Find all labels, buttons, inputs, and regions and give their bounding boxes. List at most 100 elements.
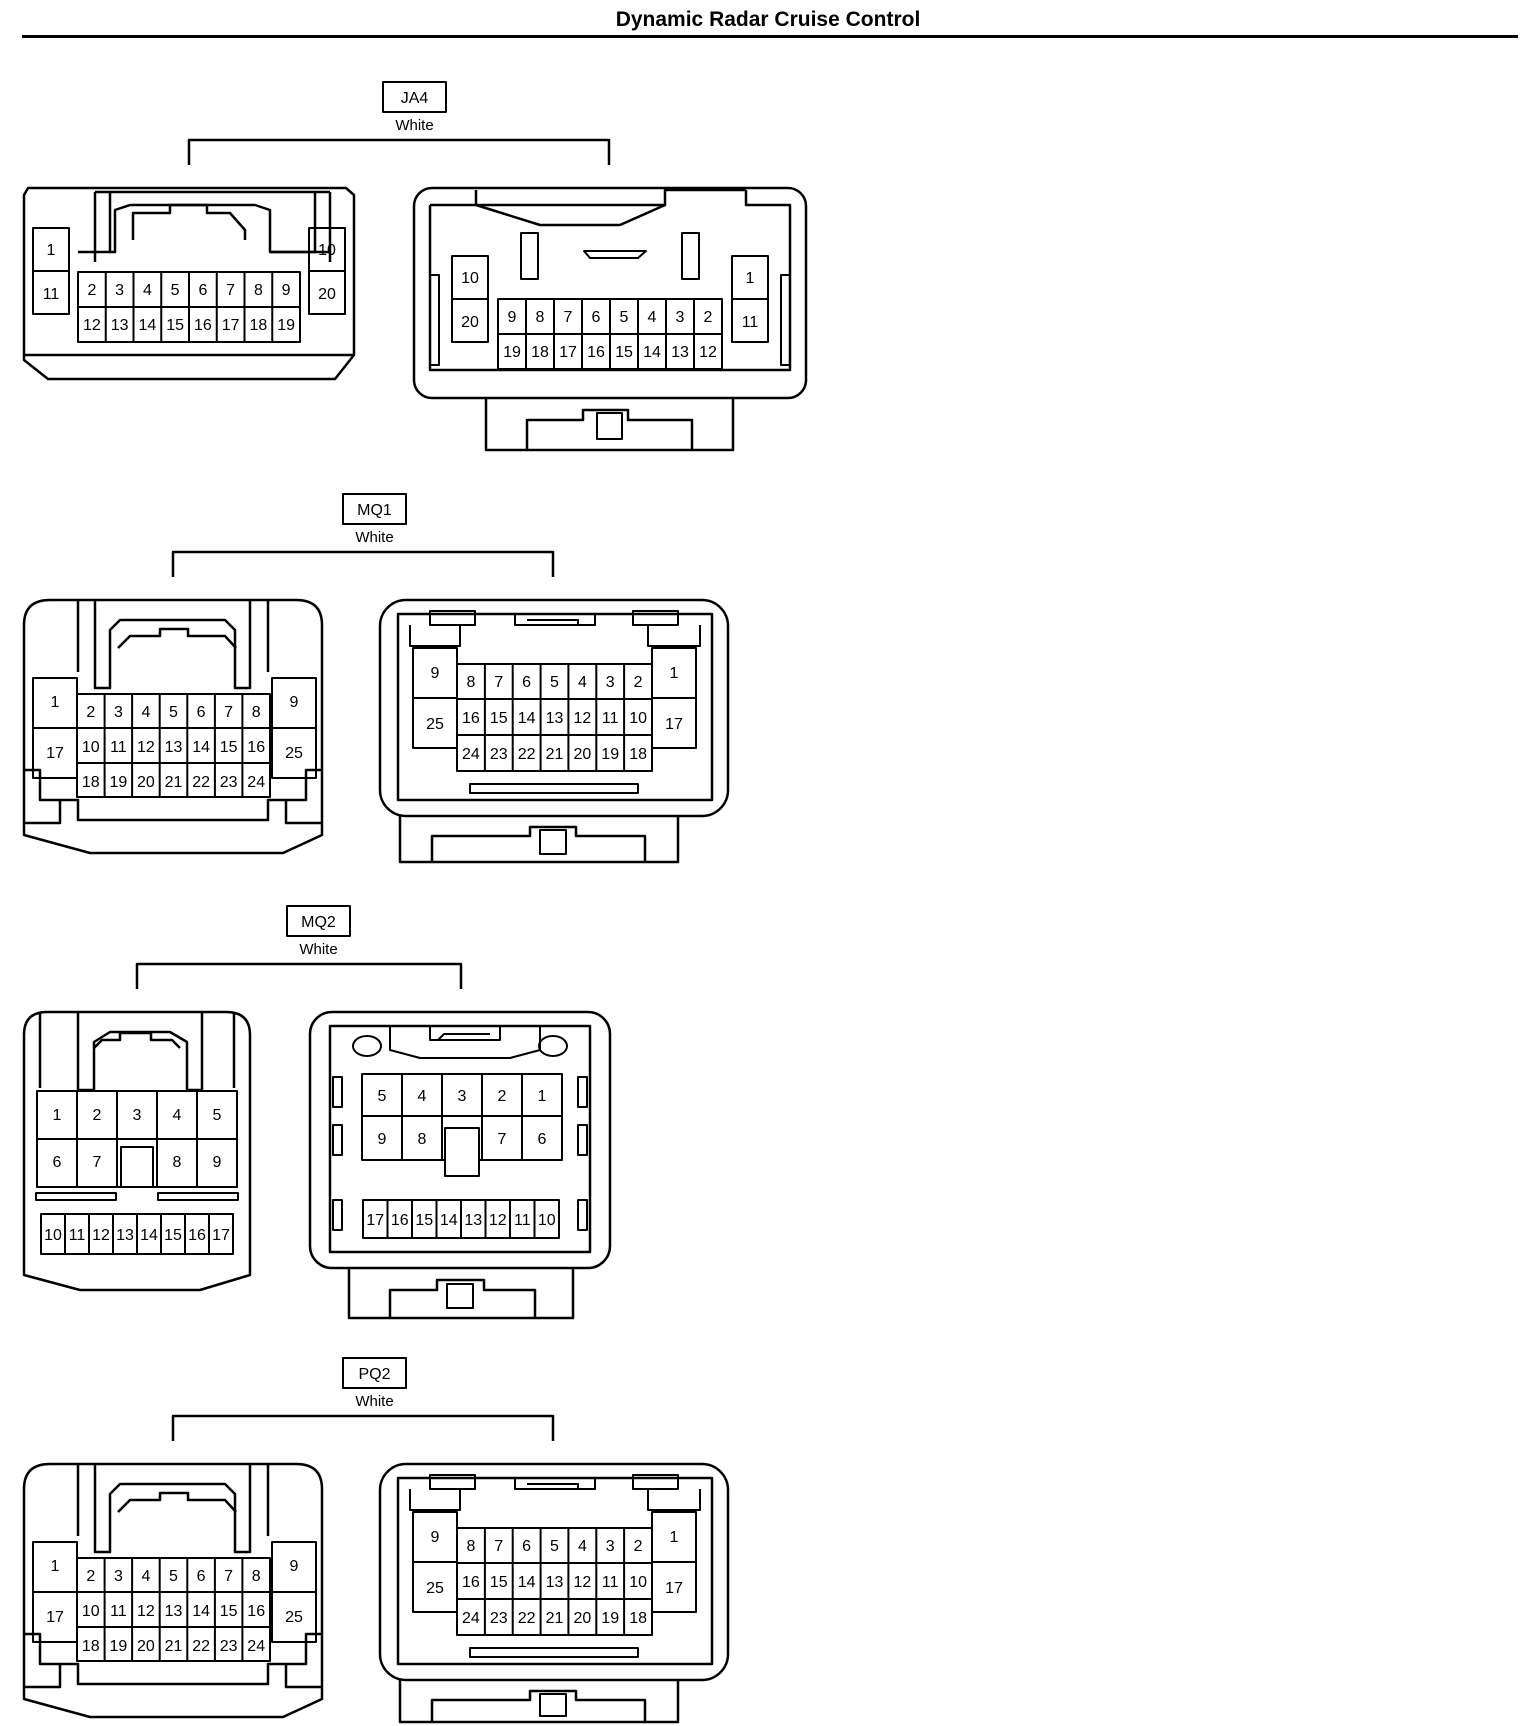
- pin-label: 16: [194, 317, 212, 334]
- pin-label: 13: [111, 317, 129, 334]
- pin-label: 9: [213, 1154, 222, 1171]
- pin-label: 8: [418, 1131, 427, 1148]
- connector-code: MQ1: [357, 502, 392, 519]
- pin-label: 22: [192, 1638, 210, 1655]
- connector-cavities-right: [451, 255, 769, 370]
- pin-label: 2: [86, 704, 95, 721]
- pin-label: 3: [114, 704, 123, 721]
- pin-label: 8: [173, 1154, 182, 1171]
- pin-label: 22: [518, 1610, 536, 1627]
- pin-label: 16: [188, 1227, 206, 1244]
- pin-label: 11: [43, 286, 60, 303]
- pin-label: 4: [141, 1568, 150, 1585]
- pin-label: 20: [318, 286, 336, 303]
- pin-labels-right: 5 4 3 2 1 9 8 7 6 17 16 15 14 13 12 11 1…: [366, 1088, 555, 1229]
- pin-label: 2: [93, 1107, 102, 1124]
- pin-label: 9: [508, 309, 517, 326]
- pin-label: 4: [648, 309, 657, 326]
- pin-label: 4: [578, 1538, 587, 1555]
- pin-label: 14: [140, 1227, 158, 1244]
- pin-label: 9: [378, 1131, 387, 1148]
- pin-label: 16: [462, 1574, 480, 1591]
- pin-label: 1: [670, 665, 679, 682]
- pin-label: 13: [546, 1574, 564, 1591]
- connector-housing-right: [378, 1462, 730, 1724]
- connector-color: White: [355, 1393, 393, 1410]
- pin-labels-left: 1 2 3 4 5 6 7 8 9 10 11 12 13 14 15 16 1…: [44, 1107, 230, 1244]
- pin-label: 8: [466, 1538, 475, 1555]
- pin-label: 14: [518, 710, 536, 727]
- pin-label: 5: [169, 704, 178, 721]
- pin-label: 5: [620, 309, 629, 326]
- pin-label: 8: [252, 704, 261, 721]
- pin-label: 19: [110, 774, 128, 791]
- pin-label: 12: [699, 344, 717, 361]
- pin-label: 6: [197, 1568, 206, 1585]
- pin-label: 18: [629, 1610, 647, 1627]
- pin-label: 6: [53, 1154, 62, 1171]
- connector-code-box: [382, 81, 447, 113]
- pin-label: 3: [115, 282, 124, 299]
- connector-code: PQ2: [358, 1366, 390, 1383]
- pin-labels-left: 1 17 9 25 2 3 4 5 6 7 8 10 11 12 13 14 1…: [46, 1558, 303, 1655]
- connector-housing-right: [308, 1010, 612, 1320]
- pin-label: 12: [137, 1603, 155, 1620]
- pin-label: 13: [165, 1603, 183, 1620]
- pin-label: 15: [415, 1212, 433, 1229]
- pin-label: 17: [46, 1609, 64, 1626]
- pin-label: 20: [137, 774, 155, 791]
- pin-label: 17: [559, 344, 577, 361]
- connector-housing-left: [22, 598, 324, 855]
- pin-label: 10: [82, 1603, 100, 1620]
- pin-label: 11: [110, 739, 127, 756]
- pin-label: 12: [489, 1212, 507, 1229]
- pin-label: 22: [192, 774, 210, 791]
- pin-label: 9: [431, 1529, 440, 1546]
- pin-label: 19: [277, 317, 295, 334]
- pin-label: 13: [464, 1212, 482, 1229]
- pin-label: 15: [490, 1574, 508, 1591]
- pin-label: 5: [378, 1088, 387, 1105]
- connector-pq2: PQ2 White 1 17 9 25 2 3 4: [22, 1357, 730, 1724]
- pin-label: 12: [574, 1574, 592, 1591]
- pin-label: 10: [318, 242, 336, 259]
- pin-label: 18: [82, 1638, 100, 1655]
- pin-label: 5: [213, 1107, 222, 1124]
- pin-label: 14: [643, 344, 661, 361]
- pin-label: 21: [165, 1638, 183, 1655]
- connector-housing-right: [412, 186, 808, 452]
- connector-ja4: JA4 White 1 11 10 20 2 3: [22, 81, 808, 452]
- pin-label: 24: [247, 1638, 265, 1655]
- pin-label: 15: [166, 317, 184, 334]
- pin-label: 4: [578, 674, 587, 691]
- pin-label: 15: [220, 739, 238, 756]
- pin-label: 15: [490, 710, 508, 727]
- pin-label: 7: [93, 1154, 102, 1171]
- pin-label: 3: [606, 1538, 615, 1555]
- pin-label: 5: [169, 1568, 178, 1585]
- connector-color: White: [355, 529, 393, 546]
- pin-label: 9: [290, 694, 299, 711]
- connector-cavities-left: [36, 1090, 238, 1255]
- pin-label: 7: [494, 1538, 503, 1555]
- pin-label: 14: [139, 317, 157, 334]
- pin-label: 16: [462, 710, 480, 727]
- pin-label: 13: [116, 1227, 134, 1244]
- connector-color: White: [395, 117, 433, 134]
- pin-label: 2: [86, 1568, 95, 1585]
- pin-label: 8: [252, 1568, 261, 1585]
- pin-label: 10: [44, 1227, 62, 1244]
- pin-label: 3: [606, 674, 615, 691]
- pin-label: 18: [629, 746, 647, 763]
- pin-label: 18: [250, 317, 268, 334]
- pin-label: 10: [629, 710, 647, 727]
- connector-cavities-left: [32, 677, 317, 798]
- pin-label: 17: [46, 745, 64, 762]
- pin-label: 12: [92, 1227, 110, 1244]
- pin-label: 11: [742, 314, 759, 331]
- pin-label: 6: [522, 1538, 531, 1555]
- pin-labels-right: 9 25 1 17 8 7 6 5 4 3 2 16 15 14 13 12 1…: [426, 665, 683, 763]
- pin-label: 1: [538, 1088, 547, 1105]
- connector-bracket: [187, 138, 611, 165]
